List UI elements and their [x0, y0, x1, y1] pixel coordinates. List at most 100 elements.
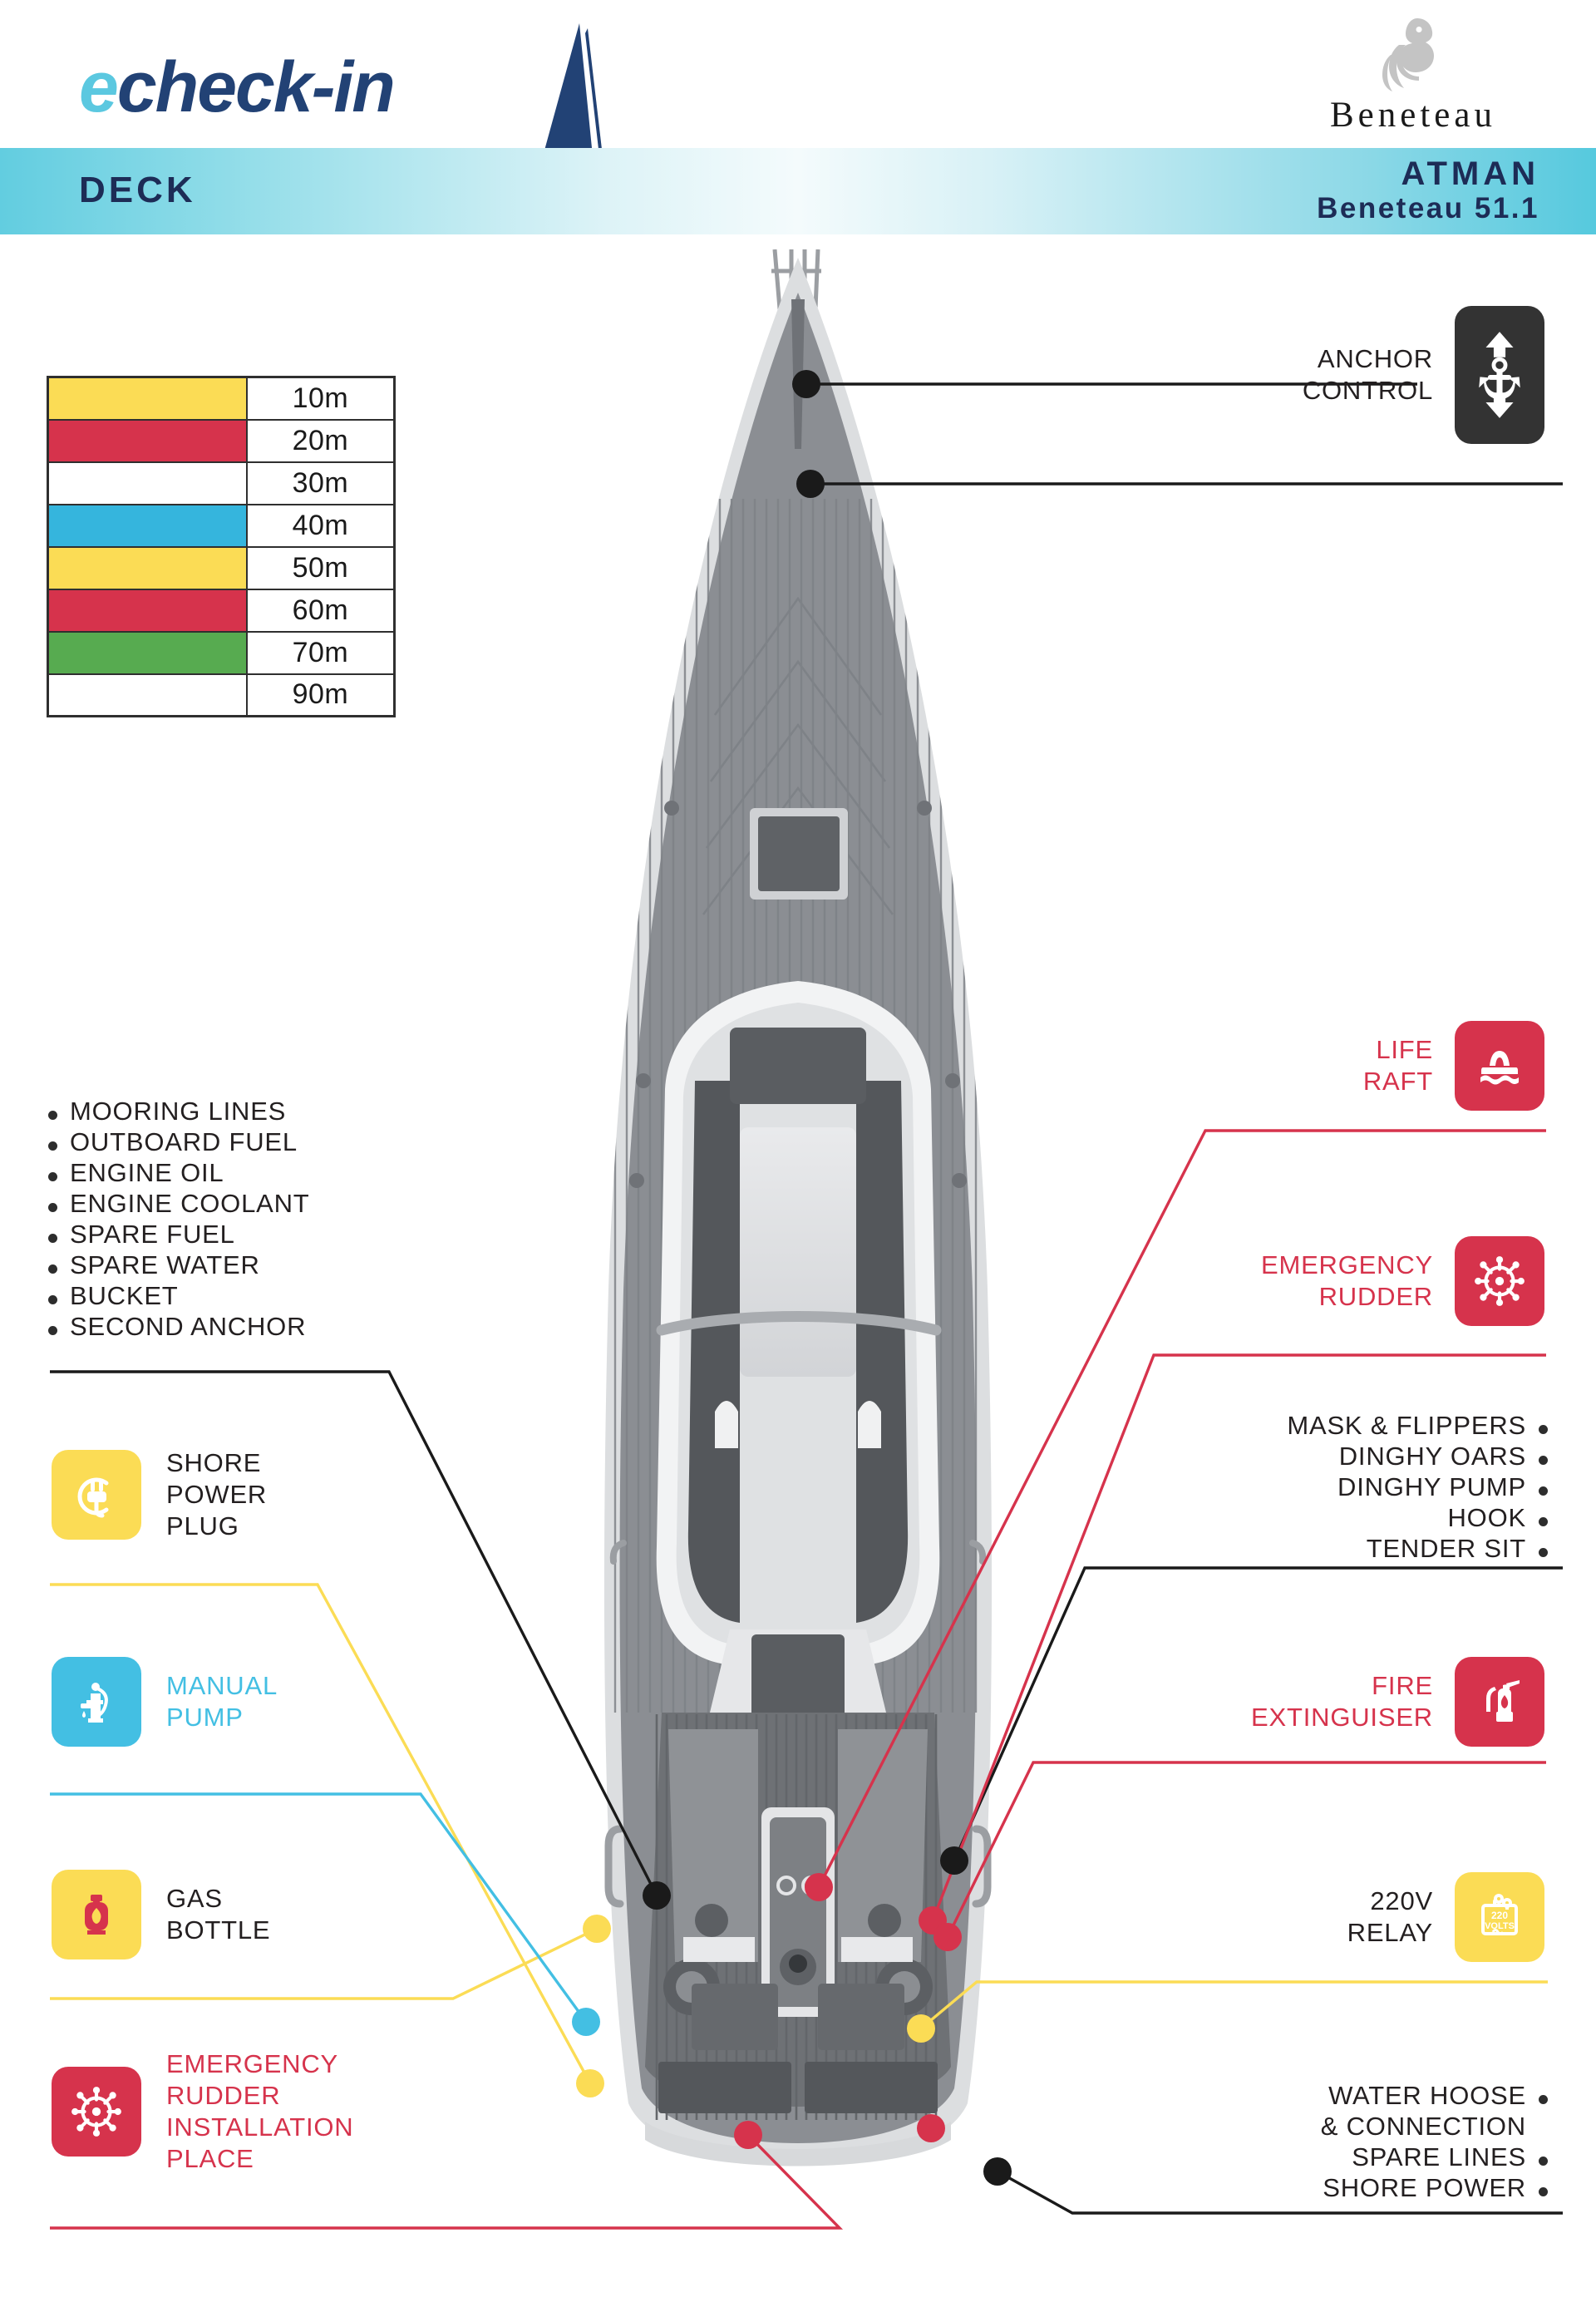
list-bullet: [48, 1141, 57, 1151]
legend-label: FIRE EXTINGUISER: [1251, 1671, 1433, 1732]
list-item-label: ENGINE OIL: [70, 1158, 224, 1187]
gas-bottle-icon: [52, 1870, 141, 1959]
list-item-continuation: & CONNECTION: [1321, 2111, 1548, 2142]
legend-emergency-rudder-installation-place[interactable]: EMERGENCY RUDDER INSTALLATION PLACE: [52, 2048, 354, 2175]
chain-depth-row: 60m: [47, 588, 396, 633]
list-item: SPARE WATER: [48, 1250, 310, 1280]
chain-color-swatch: [47, 461, 248, 505]
dorade-vent: [858, 1401, 881, 1448]
list-item: HOOK: [1287, 1502, 1548, 1533]
list-item: DINGHY PUMP: [1287, 1471, 1548, 1502]
list-item-label: SECOND ANCHOR: [70, 1312, 307, 1341]
list-bullet: [1539, 1425, 1548, 1434]
list-item-label: MOORING LINES: [70, 1097, 287, 1126]
coachroof-panel: [740, 1127, 856, 1377]
console-dial: [776, 1876, 796, 1895]
svg-text:VOLTS: VOLTS: [1485, 1921, 1515, 1931]
list-bullet: [48, 1264, 57, 1274]
list-item: SPARE LINES: [1321, 2142, 1548, 2172]
list-bullet: [1539, 1486, 1548, 1496]
list-item-label: WATER HOOSE: [1328, 2081, 1526, 2110]
boat-model: Beneteau 51.1: [1317, 192, 1539, 225]
helm-seat-port: [683, 1937, 755, 1962]
seahorse-icon: [1382, 18, 1434, 91]
chain-depth-label: 70m: [245, 630, 396, 675]
legend-life-raft[interactable]: LIFE RAFT: [1363, 1021, 1544, 1111]
right-equipment-list-bottom: WATER HOOSE & CONNECTION SPARE LINES SHO…: [1321, 2080, 1548, 2203]
chain-color-swatch: [47, 545, 248, 590]
chain-depth-label: 40m: [245, 503, 396, 548]
list-item: SHORE POWER: [1321, 2172, 1548, 2203]
legend-gas-bottle[interactable]: GAS BOTTLE: [52, 1870, 270, 1959]
chain-color-swatch: [47, 630, 248, 675]
chain-depth-row: 30m: [47, 461, 396, 505]
list-item-label: SPARE FUEL: [70, 1220, 235, 1249]
list-item: MASK & FLIPPERS: [1287, 1410, 1548, 1441]
list-bullet: [48, 1203, 57, 1212]
boat-name: ATMAN: [1401, 155, 1539, 192]
list-item-label: BUCKET: [70, 1281, 179, 1310]
list-bullet: [48, 1295, 57, 1304]
bow-chevrons: [702, 596, 894, 915]
ship-wheel-icon: [52, 2067, 141, 2157]
brand-name: Beneteau: [1330, 96, 1496, 135]
deck-fitting: [629, 1173, 644, 1188]
legend-label: GAS BOTTLE: [166, 1884, 271, 1945]
legend-emergency-rudder[interactable]: EMERGENCY RUDDER: [1261, 1236, 1544, 1326]
dorade-vent: [715, 1401, 738, 1448]
chain-color-swatch: [47, 673, 248, 717]
chain-color-swatch: [47, 588, 248, 633]
list-bullet: [48, 1111, 57, 1120]
chain-depth-label: 60m: [245, 588, 396, 633]
legend-label: EMERGENCY RUDDER: [1260, 1250, 1433, 1311]
list-item: SPARE FUEL: [48, 1219, 310, 1250]
legend-label: LIFE RAFT: [1362, 1035, 1433, 1096]
chain-depth-row: 20m: [47, 418, 396, 463]
list-bullet: [1539, 2157, 1548, 2166]
list-item-label: ENGINE COOLANT: [70, 1189, 310, 1218]
legend-shore-power-plug[interactable]: SHORE POWER PLUG: [52, 1447, 267, 1542]
helm-seat-starboard: [841, 1937, 913, 1962]
list-bullet: [1539, 2095, 1548, 2104]
companionway-hatch: [751, 1634, 845, 1718]
deck-plan-illustration: [603, 249, 993, 2166]
chain-color-swatch: [47, 503, 248, 548]
svg-text:220: 220: [1491, 1910, 1508, 1921]
list-item-label: SPARE WATER: [70, 1250, 260, 1279]
legend-label: SHORE POWER PLUG: [166, 1448, 268, 1540]
list-bullet: [1539, 1548, 1548, 1557]
list-item: SECOND ANCHOR: [48, 1311, 310, 1342]
logo-letter-e: e: [79, 47, 119, 127]
list-item: TENDER SIT: [1287, 1533, 1548, 1564]
lazarette-port: [658, 2062, 791, 2113]
anchor-control-icon: [1455, 306, 1544, 444]
list-item-label: SHORE POWER: [1323, 2173, 1526, 2202]
chain-depth-label: 90m: [245, 673, 396, 717]
legend-fire-extinguisher[interactable]: FIRE EXTINGUISER: [1251, 1657, 1544, 1747]
list-item-label: MASK & FLIPPERS: [1287, 1411, 1526, 1440]
legend-label: MANUAL PUMP: [166, 1671, 278, 1732]
list-item-label: OUTBOARD FUEL: [70, 1127, 298, 1156]
forward-hatch: [730, 1028, 866, 1104]
lazarette-starboard: [805, 2062, 938, 2113]
life-raft-icon: [1455, 1021, 1544, 1111]
legend-220v-relay[interactable]: 220V RELAY 220 VOLTS: [1347, 1872, 1544, 1962]
legend-anchor-control[interactable]: ANCHOR CONTROL: [1303, 306, 1544, 444]
list-item-label: HOOK: [1447, 1503, 1526, 1532]
deck-fitting: [917, 801, 932, 816]
list-bullet: [48, 1172, 57, 1181]
220-volts-icon: 220 VOLTS: [1455, 1872, 1544, 1962]
list-bullet: [1539, 1517, 1548, 1526]
list-item-label: TENDER SIT: [1366, 1534, 1526, 1563]
chain-color-swatch: [47, 418, 248, 463]
cabin-window-port: [687, 1081, 740, 1623]
chain-depth-row: 90m: [47, 673, 396, 717]
cockpit-locker-port: [692, 1984, 778, 2050]
chain-depth-label: 30m: [245, 461, 396, 505]
list-item: WATER HOOSE: [1321, 2080, 1548, 2111]
legend-manual-pump[interactable]: MANUAL PUMP: [52, 1657, 278, 1747]
list-item-label: & CONNECTION: [1320, 2112, 1526, 2141]
chain-depth-row: 40m: [47, 503, 396, 548]
winch-starboard: [868, 1904, 901, 1937]
